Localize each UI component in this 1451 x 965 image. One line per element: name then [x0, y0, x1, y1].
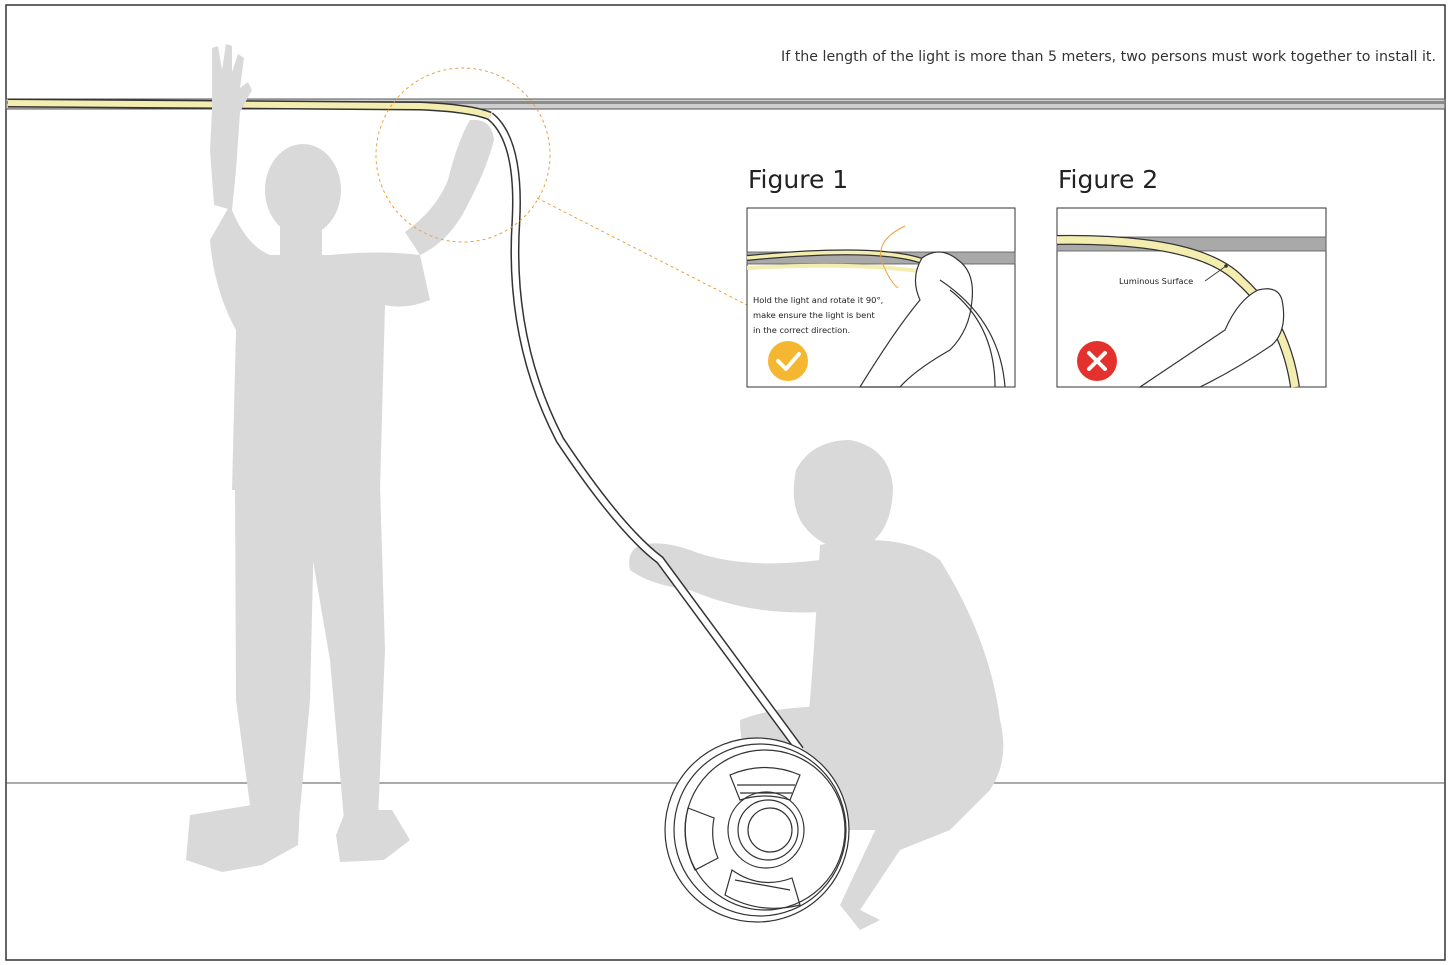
instruction-caption: If the length of the light is more than …: [781, 49, 1436, 65]
light-strip-reel: [665, 738, 849, 922]
luminous-surface-label: Luminous Surface: [1119, 276, 1193, 286]
figure-2-panel: Luminous Surface: [1057, 208, 1326, 387]
figure-2-title: Figure 2: [1058, 165, 1158, 194]
figure-1-title: Figure 1: [748, 165, 848, 194]
figure-1-panel: Hold the light and rotate it 90°, make e…: [747, 208, 1015, 387]
checkmark-icon: [768, 341, 808, 381]
figure-1-note-line-2: make ensure the light is bent: [753, 310, 876, 320]
figure-1-note-line-3: in the correct direction.: [753, 325, 850, 335]
cross-icon: [1077, 341, 1117, 381]
figure-1-note-line-1: Hold the light and rotate it 90°,: [753, 295, 883, 305]
